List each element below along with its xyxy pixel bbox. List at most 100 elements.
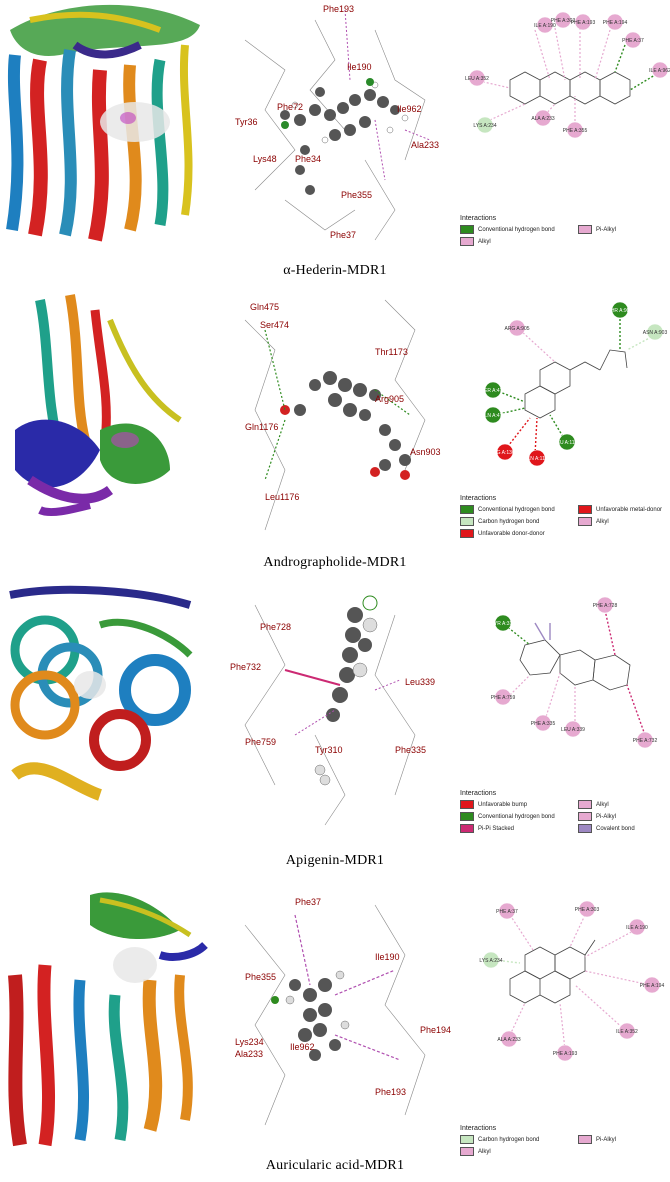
ligand-residue-label: Phe355 <box>245 972 276 982</box>
residue-label: LYS A:234 <box>473 123 496 129</box>
ligand-residue-label: Phe732 <box>230 662 261 672</box>
ligand-residue-label: Lys234 <box>235 1037 264 1047</box>
legend-item: Carbon hydrogen bond <box>460 1135 578 1144</box>
residue-node: PHE A:194 <box>603 13 628 31</box>
ligand-residue-label: Tyr36 <box>235 117 258 127</box>
legend-item: Conventional hydrogen bond <box>460 505 578 514</box>
residue-node: ILE A:190 <box>626 918 648 936</box>
legend-label: Conventional hydrogen bond <box>478 813 555 820</box>
residue-label: PHE A:194 <box>640 983 665 989</box>
legend-label: Alkyl <box>596 518 609 525</box>
legend-item: Alkyl <box>578 800 668 809</box>
panel-andrographolide: Gln475 Ser474 Thr1173 Arg905 Asn903 Gln1… <box>0 290 670 552</box>
legend-swatch <box>460 812 474 821</box>
residue-label: PHE A:194 <box>603 20 628 26</box>
panel-apigenin: Phe728 Phe732 Leu339 Phe759 Phe335 Tyr31… <box>0 585 670 850</box>
residue-label: LEU A:1176 <box>554 440 581 446</box>
residue-label: ASN A:903 <box>643 330 668 336</box>
residue-node: ALA A:233 <box>531 109 555 127</box>
ligand-residue-label: Phe34 <box>295 154 321 164</box>
ligand-stick-image: Phe728 Phe732 Leu339 Phe759 Phe335 Tyr31… <box>230 595 435 826</box>
residue-node: GLN A:1176 <box>524 449 551 467</box>
residue-label: PHE A:303 <box>551 18 576 24</box>
legend-swatch <box>460 1135 474 1144</box>
legend-label: Unfavorable donor-donor <box>478 530 545 537</box>
ligand-residue-label: Ala233 <box>411 140 439 150</box>
legend-label: Alkyl <box>596 801 609 808</box>
residue-node: ILE A:352 <box>616 1022 638 1040</box>
residue-node: LYS A:234 <box>473 116 497 134</box>
residue-label: PHE A:732 <box>633 738 658 744</box>
residue-label: TYR A:310 <box>491 621 515 627</box>
legend-grid: Conventional hydrogen bond Unfavorable me… <box>460 505 670 538</box>
residue-node: PHE A:335 <box>531 714 556 732</box>
legend-label: Conventional hydrogen bond <box>478 226 555 233</box>
residue-node: LEU A:339 <box>561 720 585 738</box>
ligand-stick-image: Phe193 Ile190 Phe72 Tyr36 Lys48 Phe34 Il… <box>235 4 439 241</box>
ligand-residue-label: Ile190 <box>375 952 400 962</box>
legend-label: Covalent bond <box>596 825 635 832</box>
legend-item: Conventional hydrogen bond <box>460 812 578 821</box>
legend-swatch <box>578 1135 592 1144</box>
legend-label: Alkyl <box>478 1148 491 1155</box>
legend-label: Pi-Alkyl <box>596 226 617 233</box>
residue-label: GLN A:475 <box>481 413 506 419</box>
residue-node: PHE A:303 <box>551 11 576 29</box>
legend-item: Pi-Alkyl <box>578 1135 668 1144</box>
ligand-stick-image: Gln475 Ser474 Thr1173 Arg905 Asn903 Gln1… <box>244 299 441 531</box>
ligand-residue-label: Leu1176 <box>265 492 299 502</box>
legend-swatch <box>578 225 592 234</box>
ligand-residue-label: Thr1173 <box>375 347 408 357</box>
protein-ribbon-image <box>0 585 215 835</box>
residue-node: PHE A:37 <box>496 902 518 920</box>
residue-label: PHE A:728 <box>593 603 618 609</box>
panel-auricularic-acid: Phe37 Ile190 Phe355 Phe194 Lys234 Ala233… <box>0 885 670 1156</box>
residue-label: PHE A:37 <box>622 38 644 44</box>
residue-node: PHE A:303 <box>575 900 599 918</box>
ligand-residue-label: Ile190 <box>347 62 372 72</box>
residue-label: ALA A:233 <box>531 116 555 122</box>
ligand-residue-label: Phe193 <box>323 4 354 14</box>
legend-label: Pi-Alkyl <box>596 813 617 820</box>
ligand-residue-label: Phe335 <box>395 745 426 755</box>
protein-ribbon-image <box>0 885 215 1150</box>
residue-node: ALA A:233 <box>497 1030 521 1048</box>
ligand-residue-label: Phe728 <box>260 622 291 632</box>
legend-label: Pi-Pi Stacked <box>478 825 515 832</box>
residue-label: LEU A:352 <box>465 76 489 82</box>
ligand-residue-label: Lys48 <box>253 154 277 164</box>
legend-label: Unfavorable metal-donor <box>596 506 663 513</box>
panel-caption: α-Hederin-MDR1 <box>283 263 387 278</box>
residue-label: LEU A:339 <box>561 727 585 733</box>
residue-node: SER A:474 <box>481 381 505 399</box>
legend-item: Pi-Pi Stacked <box>460 824 578 833</box>
ligand-residue-label: Phe193 <box>375 1087 406 1097</box>
ligand-residue-label: Phe37 <box>295 897 321 907</box>
ligand-residue-label: Gln1176 <box>245 422 278 432</box>
residue-label: PHE A:335 <box>531 721 556 727</box>
residue-node: ILE A:190 <box>534 16 556 34</box>
panel-alpha-hederin: Phe193 Ile190 Phe72 Tyr36 Lys48 Phe34 Il… <box>0 0 670 255</box>
legend-swatch <box>460 517 474 526</box>
residue-node: ARG A:905 <box>504 319 530 337</box>
legend-swatch <box>460 225 474 234</box>
legend-item: Pi-Alkyl <box>578 812 668 821</box>
residue-label: ARG A:905 <box>504 326 529 332</box>
residue-node: PHE A:759 <box>491 688 515 706</box>
ligand-residue-label: Gln475 <box>250 302 279 312</box>
panel-caption: Andrographolide-MDR1 <box>263 555 407 570</box>
residue-node: THR A:906 <box>608 301 632 319</box>
residue-label: ALA A:233 <box>497 1037 521 1043</box>
legend-item: Conventional hydrogen bond <box>460 225 578 234</box>
legend-title: Interactions <box>460 215 497 222</box>
legend-title: Interactions <box>460 790 497 797</box>
legend-swatch <box>460 824 474 833</box>
legend-label: Carbon hydrogen bond <box>478 518 540 525</box>
ligand-residue-label: Ala233 <box>235 1049 263 1059</box>
residue-node: TYR A:310 <box>491 614 515 632</box>
